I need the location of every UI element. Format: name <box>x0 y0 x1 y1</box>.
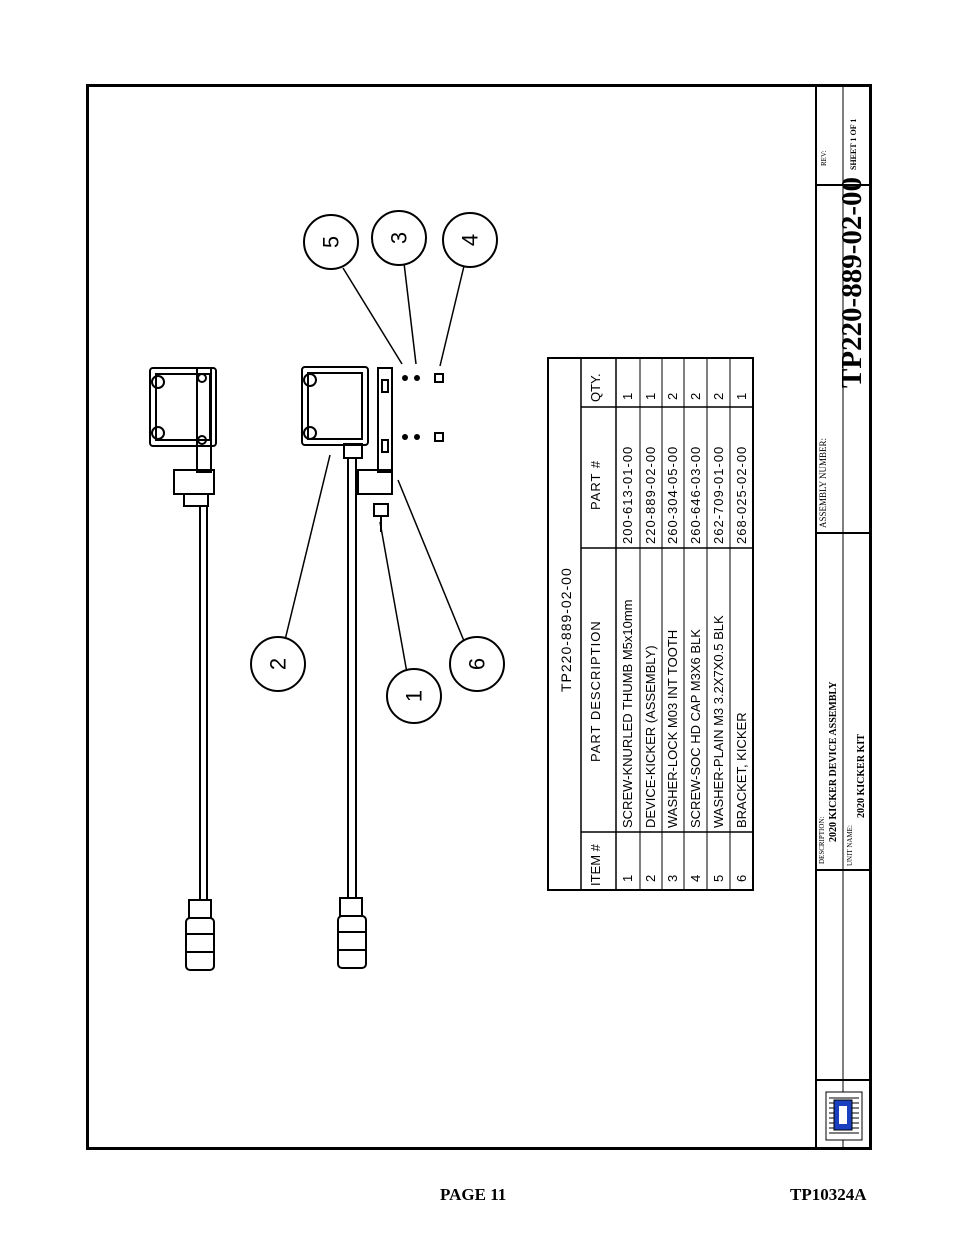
svg-text:1: 1 <box>402 690 427 702</box>
document-number: TP10324A <box>790 1185 867 1204</box>
sheet-number: SHEET 1 OF 1 <box>849 118 858 170</box>
bom-row-4-item: 4 <box>688 874 703 882</box>
bom-row-3-description: WASHER-LOCK M03 INT TOOTH <box>665 629 680 828</box>
page-number: PAGE 11 <box>440 1185 507 1204</box>
bom-header-item: ITEM # <box>588 844 603 886</box>
bom-row-3-part: 260-304-05-00 <box>665 445 680 544</box>
bom-row-6-qty: 1 <box>734 392 749 400</box>
unit-name-label: UNIT NAME: <box>846 825 854 866</box>
bom-row-5-description: WASHER-PLAIN M3 3.2X7X0.5 BLK <box>711 615 726 828</box>
drawing-frame <box>86 84 872 1150</box>
bom-row-2-item: 2 <box>643 874 658 882</box>
bom-row-5-part: 262-709-01-00 <box>711 445 726 544</box>
bom-row-4-part: 260-646-03-00 <box>688 445 703 544</box>
bom-row-6-part: 268-025-02-00 <box>734 445 749 544</box>
bom-row-6-item: 6 <box>734 874 749 882</box>
leader-lines <box>284 262 465 674</box>
title-block-lines <box>815 86 872 1148</box>
bom-header-part: PART # <box>588 459 603 510</box>
svg-text:2: 2 <box>266 658 291 670</box>
bom-row-2-part: 220-889-02-00 <box>643 445 658 544</box>
item-balloons: 5 3 4 2 1 6 <box>250 210 505 724</box>
bom-row-2-qty: 1 <box>643 392 658 400</box>
balloon-2: 2 <box>250 636 306 692</box>
description-value: 2020 KICKER DEVICE ASSEMBLY <box>828 681 839 842</box>
rev-label: REV: <box>820 150 828 166</box>
assembly-number-value: TP220-889-02-00 <box>836 176 868 388</box>
balloon-5: 5 <box>303 214 359 270</box>
hardware-parts <box>402 373 444 442</box>
bom-row-2-description: DEVICE-KICKER (ASSEMBLY) <box>643 645 658 828</box>
svg-text:4: 4 <box>458 234 483 246</box>
bom-row-1-qty: 1 <box>620 392 635 400</box>
bom-row-4-description: SCREW-SOC HD CAP M3X6 BLK <box>688 629 703 828</box>
kicker-device-view-top <box>149 367 217 971</box>
balloon-1: 1 <box>386 668 442 724</box>
bom-title: TP220-889-02-00 <box>558 567 574 692</box>
svg-text:6: 6 <box>465 658 490 670</box>
balloon-6: 6 <box>449 636 505 692</box>
bom-row-5-qty: 2 <box>711 392 726 400</box>
description-label: DESCRIPTION: <box>818 816 826 864</box>
unit-name-value: 2020 KICKER KIT <box>856 734 867 818</box>
kicker-device-view-bottom <box>301 366 393 969</box>
svg-text:5: 5 <box>319 236 344 248</box>
assembly-number-label: ASSEMBLY NUMBER: <box>818 437 828 528</box>
bom-row-5-item: 5 <box>711 874 726 882</box>
bom-row-3-item: 3 <box>665 874 680 882</box>
bom-row-6-description: BRACKET, KICKER <box>734 712 749 828</box>
balloon-4: 4 <box>442 212 498 268</box>
bom-row-3-qty: 2 <box>665 392 680 400</box>
bom-table-grid <box>547 357 754 891</box>
company-logo-icon <box>825 1091 863 1141</box>
bom-row-4-qty: 2 <box>688 392 703 400</box>
bom-row-1-item: 1 <box>620 874 635 882</box>
bom-header-qty: QTY. <box>588 373 603 402</box>
balloon-3: 3 <box>371 210 427 266</box>
svg-text:3: 3 <box>387 232 412 244</box>
bom-row-1-part: 200-613-01-00 <box>620 445 635 544</box>
bom-header-description: PART DESCRIPTION <box>588 620 603 762</box>
bom-row-1-description: SCREW-KNURLED THUMB M5x10mm <box>620 599 635 829</box>
